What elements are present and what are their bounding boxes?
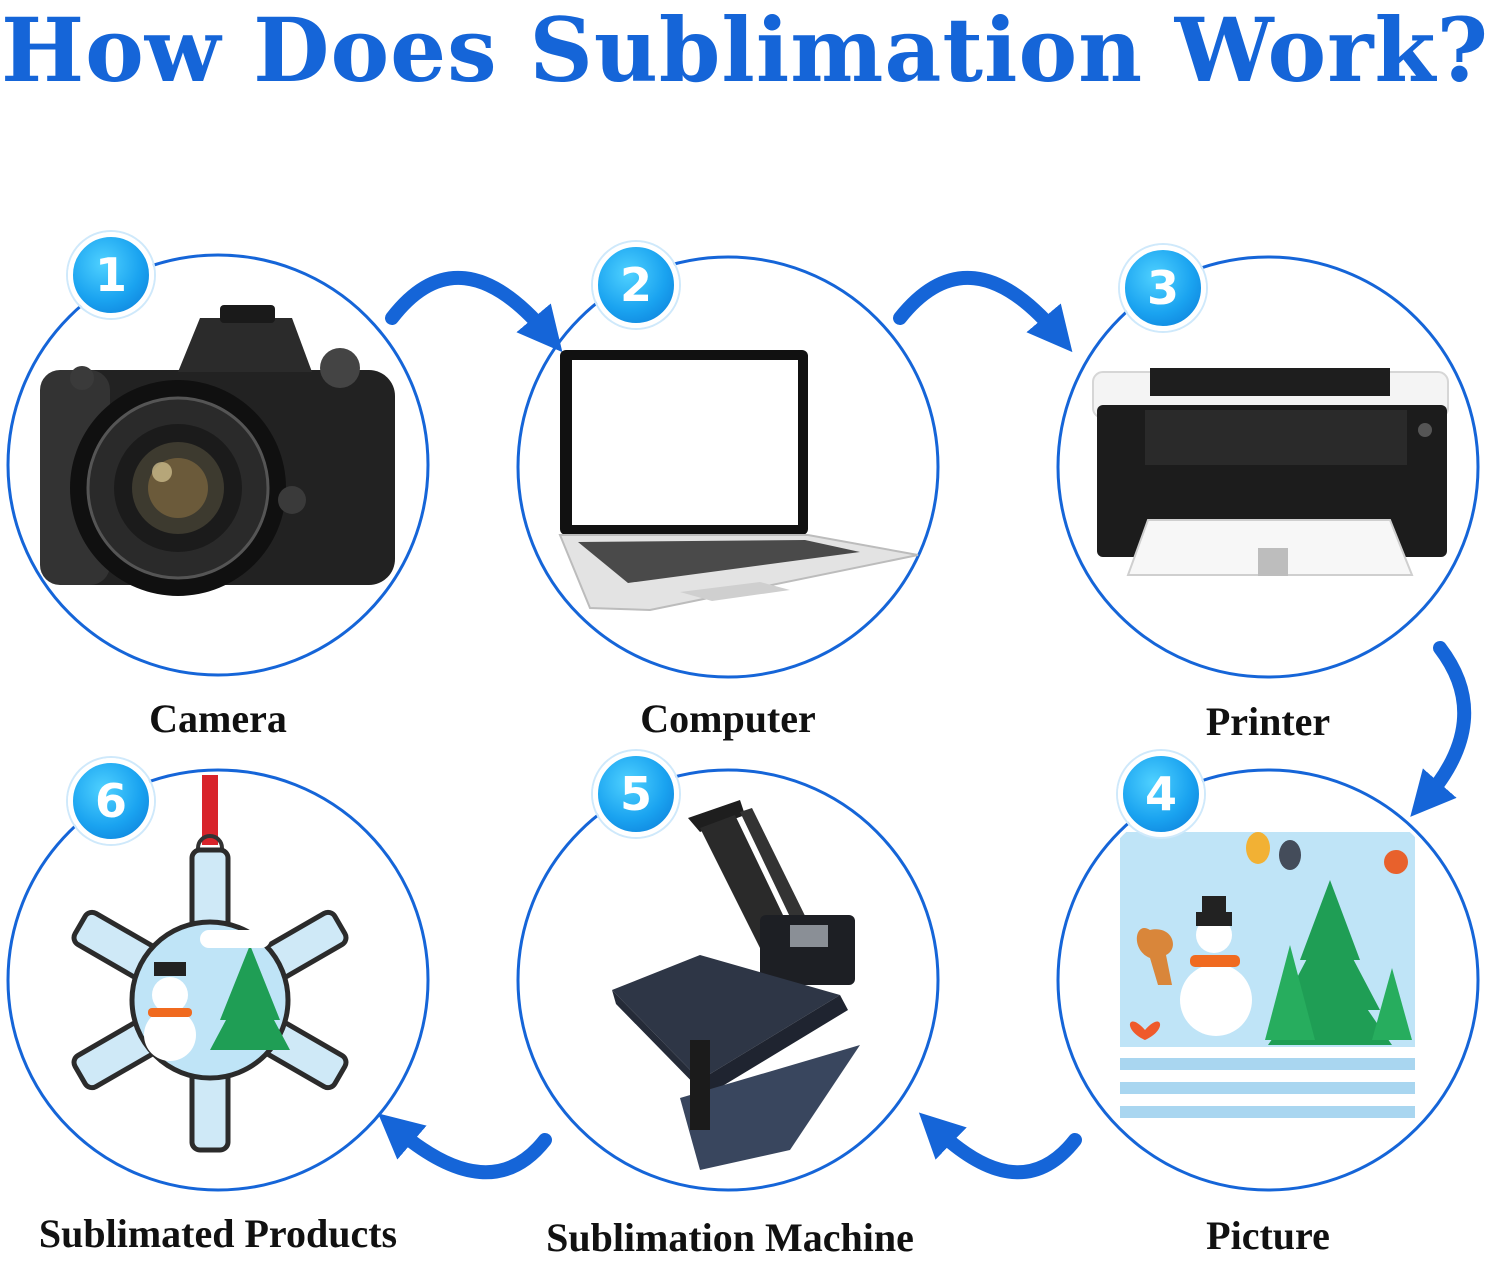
heat-press-icon <box>612 800 860 1170</box>
arrow-3-to-4 <box>1410 641 1472 817</box>
step-badge-3: 3 <box>1120 245 1206 331</box>
printer-icon <box>1092 368 1449 576</box>
step-badge-4: 4 <box>1118 751 1204 837</box>
step-badge-1: 1 <box>68 232 154 318</box>
step-badge-2: 2 <box>593 242 679 328</box>
step-label-6: Sublimated Products <box>38 1211 398 1256</box>
page-title: How Does Sublimation Work? <box>0 0 1490 102</box>
christmas-picture-icon <box>1120 832 1415 1147</box>
laptop-icon <box>558 350 919 612</box>
arrow-5-to-6 <box>378 1113 552 1180</box>
arrow-2-to-3 <box>893 270 1073 353</box>
camera-icon <box>40 305 395 596</box>
snowflake-ornament-icon <box>71 775 349 1153</box>
step-label-1: Camera <box>149 696 287 741</box>
step-label-5: Sublimation Machine <box>546 1215 914 1260</box>
step-badge-5: 5 <box>593 751 679 837</box>
arrow-1-to-2 <box>385 270 563 353</box>
step-label-3: Printer <box>1205 699 1331 744</box>
step-badge-6: 6 <box>68 758 154 844</box>
step-label-4: Picture <box>1206 1213 1330 1258</box>
arrow-4-to-5 <box>918 1112 1082 1180</box>
step-label-2: Computer <box>640 696 816 741</box>
